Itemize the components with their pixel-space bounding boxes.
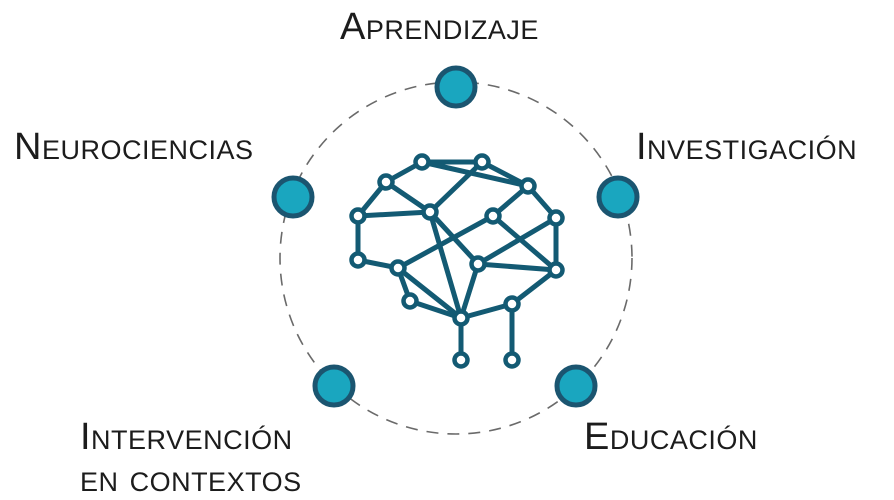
brain-nodes xyxy=(349,153,565,369)
orbit-node-intervencion xyxy=(312,364,356,408)
label-intervencion-line1: Intervención xyxy=(80,416,293,458)
label-intervencion-line2: en contextos xyxy=(80,458,302,500)
label-neurociencias: Neurociencias xyxy=(14,126,254,168)
label-investigacion: Investigación xyxy=(636,126,858,168)
label-aprendizaje: Aprendizaje xyxy=(340,6,539,48)
label-educacion: Educación xyxy=(584,416,758,458)
orbit-node-aprendizaje xyxy=(434,65,478,109)
orbit-node-educacion xyxy=(554,364,598,408)
orbit-node-investigacion xyxy=(596,175,640,219)
orbit-node-neurociencias xyxy=(271,175,315,219)
